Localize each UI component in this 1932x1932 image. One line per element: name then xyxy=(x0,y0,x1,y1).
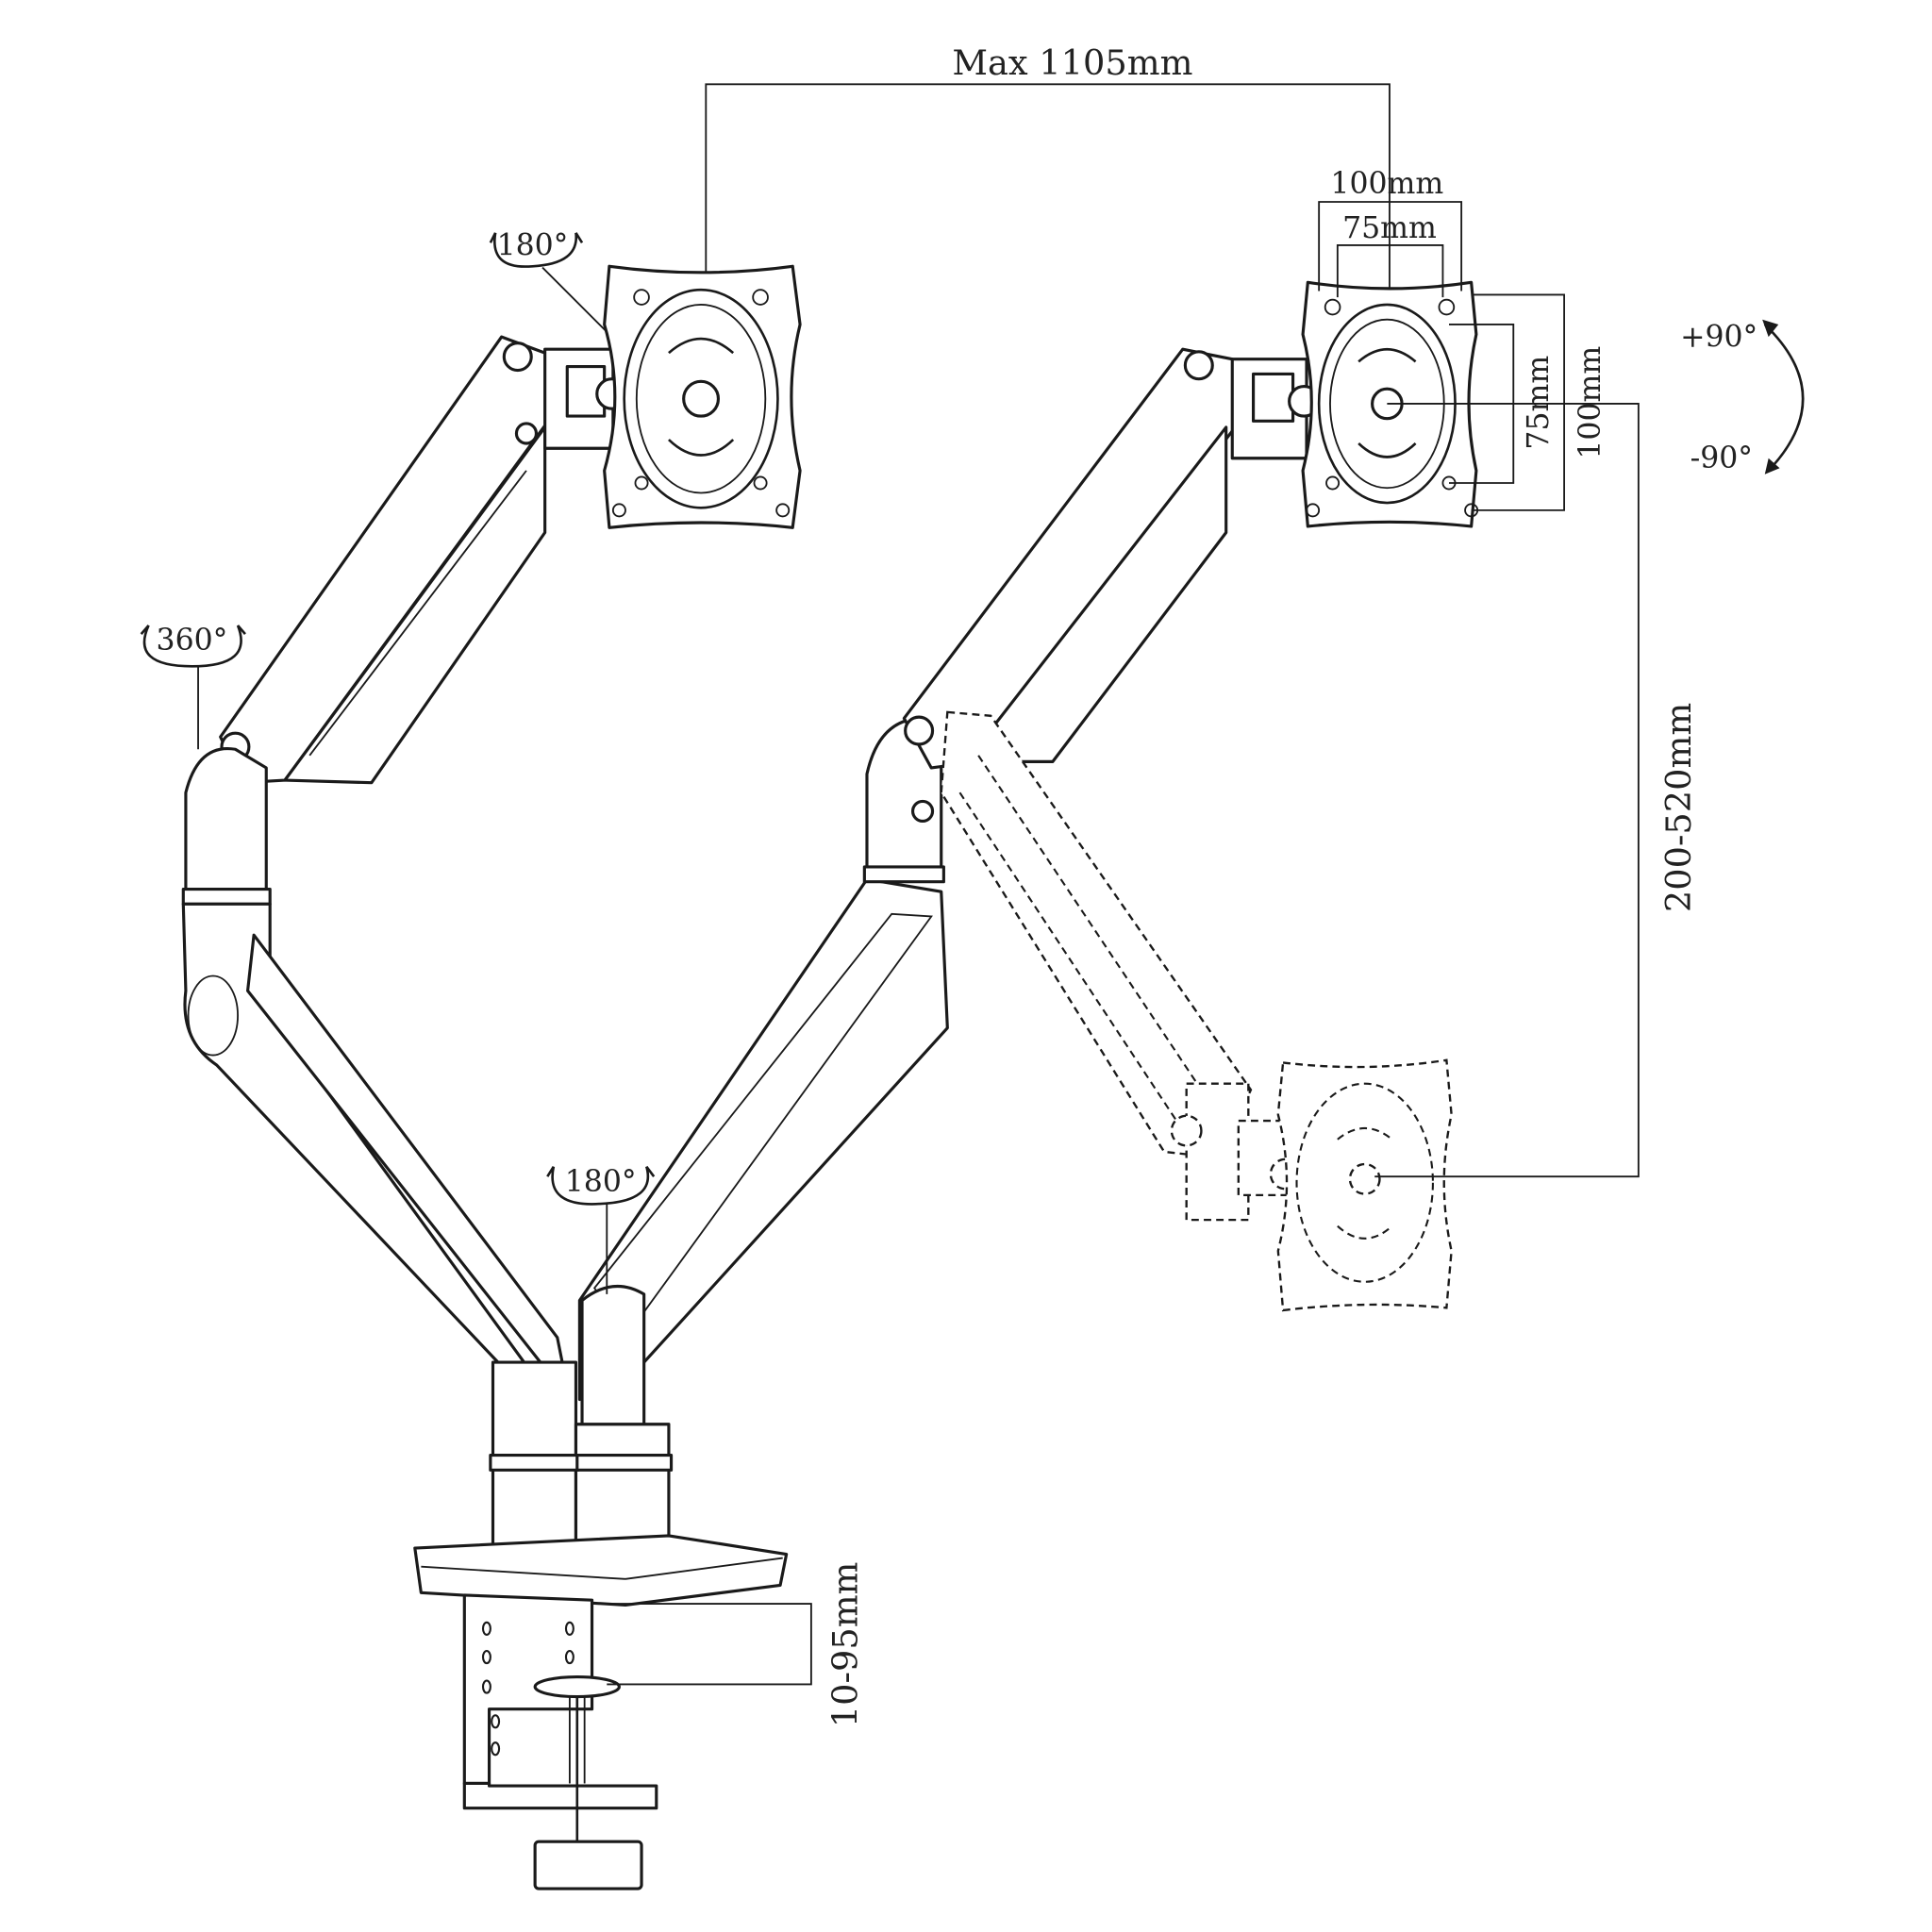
left-vesa-plate xyxy=(603,264,802,529)
tilt-rotation-indicator: +90° -90° xyxy=(1680,319,1805,475)
tilt-up-label: +90° xyxy=(1680,321,1757,355)
desk-clamp xyxy=(462,1593,658,1890)
arrow-down-icon xyxy=(1764,458,1780,475)
vesa-inner-h-label: 75mm xyxy=(1342,211,1437,245)
tilt-down-label: -90° xyxy=(1690,441,1753,475)
left-lower-arm xyxy=(181,746,572,1414)
arm-rotation-indicator: 360° xyxy=(140,624,246,750)
vesa-inner-v-label: 75mm xyxy=(1522,356,1556,450)
height-range-dimension: 200-520mm xyxy=(1374,403,1699,1178)
base-swivel-indicator: 180° xyxy=(546,1165,656,1294)
head-swivel-indicator: 180° xyxy=(489,228,608,333)
lowered-position-ghost xyxy=(940,710,1453,1312)
arrow-up-icon xyxy=(1762,319,1779,338)
arm-rotation-label: 360° xyxy=(157,624,228,658)
head-swivel-label: 180° xyxy=(497,228,569,262)
vesa-outer-v-label: 100mm xyxy=(1574,346,1607,459)
clamp-range-dimension: 10-95mm xyxy=(591,1562,865,1728)
pole-and-base xyxy=(413,1360,789,1607)
right-lower-arm xyxy=(577,877,949,1451)
max-reach-dimension: Max 1105mm xyxy=(705,42,1391,403)
vesa-dimensions: 100mm 75mm 75mm 100mm xyxy=(1318,167,1607,511)
right-upper-arm xyxy=(862,347,1246,884)
base-swivel-label: 180° xyxy=(565,1165,637,1199)
height-range-label: 200-520mm xyxy=(1658,703,1699,912)
left-upper-arm xyxy=(219,335,559,785)
right-tilt-joint xyxy=(1230,358,1321,460)
vesa-outer-h-label: 100mm xyxy=(1330,167,1443,201)
clamp-range-label: 10-95mm xyxy=(824,1562,865,1728)
max-reach-label: Max 1105mm xyxy=(952,42,1192,83)
